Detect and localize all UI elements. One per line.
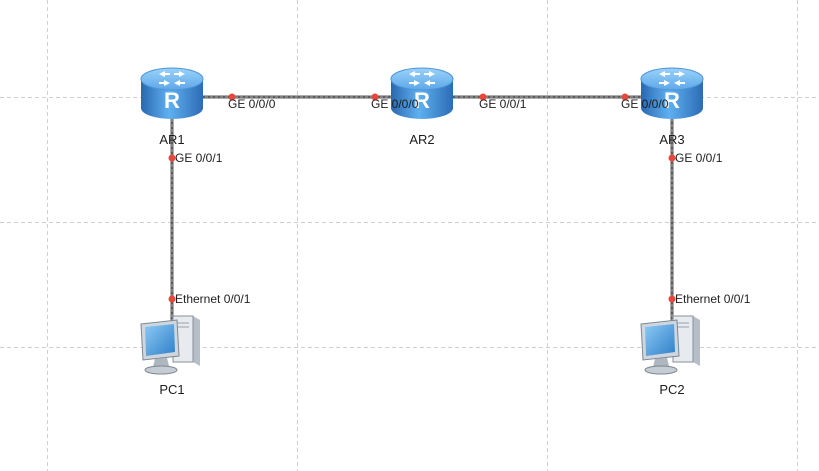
port-label: Ethernet 0/0/1: [675, 292, 751, 306]
device-label-pc1: PC1: [159, 382, 185, 397]
port-indicator: [621, 93, 629, 101]
router-icon: R: [390, 67, 454, 119]
port-indicator: [668, 295, 676, 303]
port-label: GE 0/0/0: [228, 97, 276, 111]
port-label: Ethernet 0/0/1: [175, 292, 251, 306]
router-ar1[interactable]: R: [139, 62, 205, 122]
port-indicator: [668, 154, 676, 162]
port-indicators: [168, 93, 676, 303]
port-indicator: [168, 154, 176, 162]
port-label: GE 0/0/1: [479, 97, 527, 111]
port-indicator: [479, 93, 487, 101]
router-ar3[interactable]: R: [639, 62, 705, 122]
port-label: GE 0/0/0: [371, 97, 419, 111]
device-label-pc2: PC2: [659, 382, 685, 397]
router-glyph: R: [414, 88, 430, 113]
port-label: GE 0/0/0: [621, 97, 669, 111]
port-indicator: [371, 93, 379, 101]
pc-pc2[interactable]: [637, 314, 707, 378]
port-indicator: [228, 93, 236, 101]
router-glyph: R: [164, 88, 180, 113]
router-icon: R: [640, 67, 704, 119]
pc-icon: [140, 315, 200, 375]
port-label: GE 0/0/1: [675, 151, 723, 165]
pc-pc1[interactable]: [137, 314, 207, 378]
port-label: GE 0/0/1: [175, 151, 223, 165]
device-label-ar2: AR2: [409, 132, 435, 147]
device-label-ar3: AR3: [659, 132, 685, 147]
router-ar2[interactable]: R: [389, 62, 455, 122]
port-indicator: [168, 295, 176, 303]
device-label-ar1: AR1: [159, 132, 185, 147]
pc-icon: [640, 315, 700, 375]
router-icon: R: [140, 67, 204, 119]
router-glyph: R: [664, 88, 680, 113]
